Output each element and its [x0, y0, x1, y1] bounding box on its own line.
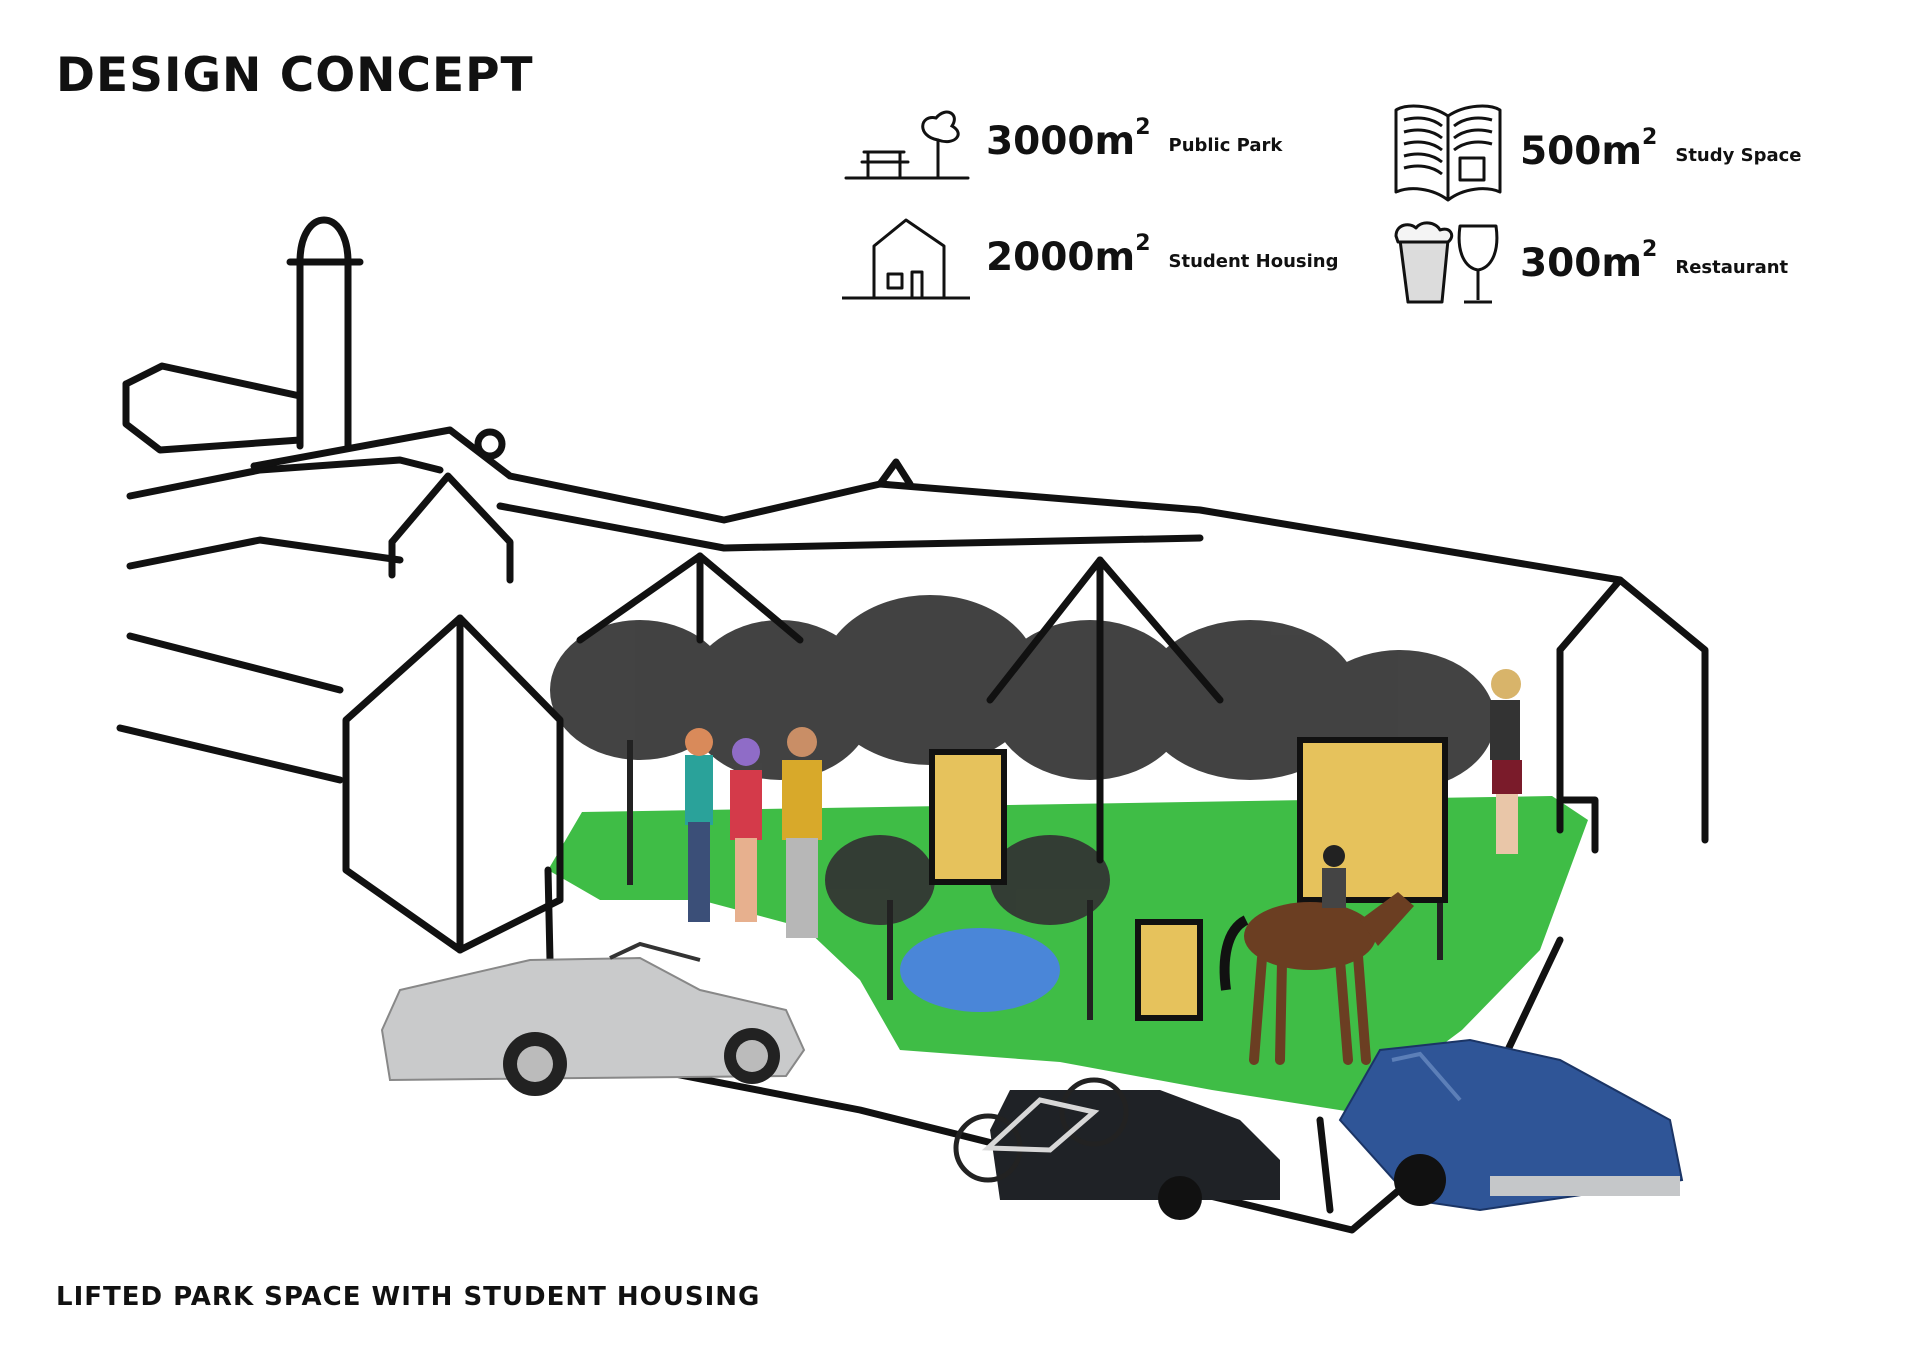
study-space-label: Study Space [1675, 144, 1802, 166]
black-car-with-bike [953, 1077, 1280, 1220]
stat-restaurant: 300m2 Restaurant [1390, 218, 1788, 308]
blue-muscle-car [1338, 1038, 1684, 1212]
study-space-area: 500m2 [1520, 124, 1658, 174]
public-park-area: 3000m2 [986, 114, 1151, 164]
caption: LIFTED PARK SPACE WITH STUDENT HOUSING [56, 1282, 761, 1312]
beer-wine-glass-icon [1394, 221, 1499, 304]
restaurant-area: 300m2 [1520, 236, 1658, 286]
page-title: DESIGN CONCEPT [56, 48, 534, 103]
stat-public-park: 3000m2 Public Park [842, 100, 1282, 182]
study-pods [929, 737, 1448, 1021]
park-bench-tree-icon [844, 110, 970, 180]
stat-study-space: 500m2 Study Space [1390, 96, 1802, 206]
restaurant-label: Restaurant [1675, 256, 1789, 278]
silver-convertible-car [380, 941, 806, 1096]
public-park-label: Public Park [1168, 134, 1283, 156]
house-icon [842, 218, 970, 300]
student-housing-label: Student Housing [1168, 250, 1339, 272]
horse-rider [1219, 845, 1414, 1065]
people [685, 669, 1522, 938]
tree-canopy [550, 595, 1495, 925]
pond [900, 928, 1060, 1012]
open-book-icon [1394, 104, 1502, 202]
stat-student-housing: 2000m2 Student Housing [840, 212, 1339, 302]
student-housing-area: 2000m2 [986, 230, 1151, 280]
